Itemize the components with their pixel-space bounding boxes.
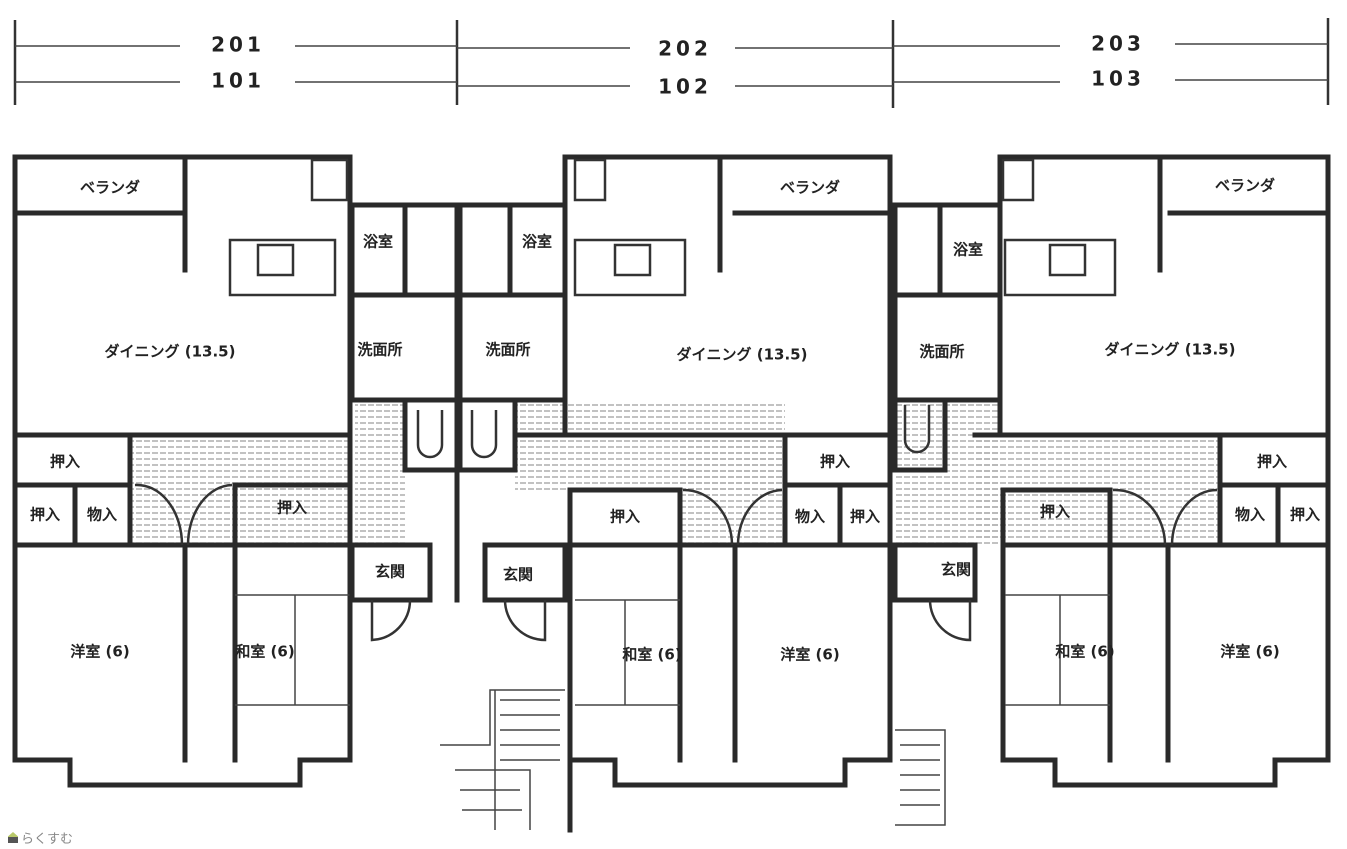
room-label-entrance: 玄関: [941, 561, 971, 579]
room-label-closet: 押入: [1257, 453, 1287, 471]
room-label-veranda: ベランダ: [80, 179, 140, 197]
room-label-western-room: 洋室 (6): [70, 643, 129, 661]
dimension-lines: [13, 18, 1330, 108]
unit-number-103: 103: [1091, 67, 1145, 91]
room-label-closet: 押入: [820, 453, 850, 471]
room-label-western-room: 洋室 (6): [780, 646, 839, 664]
room-label-japanese-room: 和室 (6): [622, 646, 681, 664]
room-label-closet: 押入: [610, 508, 640, 526]
room-label-storage: 物入: [1235, 506, 1265, 524]
unit-number-202: 202: [658, 37, 712, 61]
watermark: らくすむ: [8, 828, 73, 847]
room-label-bath: 浴室: [953, 241, 983, 259]
unit-number-102: 102: [658, 75, 712, 99]
room-label-closet: 押入: [1040, 503, 1070, 521]
room-label-closet: 押入: [850, 508, 880, 526]
room-label-bath: 浴室: [363, 233, 393, 251]
room-label-bath: 浴室: [522, 233, 552, 251]
room-label-veranda: ベランダ: [780, 179, 840, 197]
room-label-washroom: 洗面所: [919, 343, 964, 361]
unit-c-walls: [972, 154, 1331, 788]
watermark-text: らくすむ: [21, 832, 74, 847]
unit-number-203: 203: [1091, 32, 1145, 56]
room-label-washroom: 洗面所: [485, 341, 530, 359]
room-label-closet: 押入: [277, 499, 307, 517]
room-label-dining: ダイニング (13.5): [677, 346, 808, 364]
room-label-closet: 押入: [50, 453, 80, 471]
room-label-dining: ダイニング (13.5): [1105, 341, 1236, 359]
room-label-washroom: 洗面所: [357, 341, 402, 359]
room-label-storage: 物入: [795, 508, 825, 526]
room-label-entrance: 玄関: [503, 566, 533, 584]
unit-a-walls: [12, 154, 353, 788]
room-label-closet: 押入: [30, 506, 60, 524]
room-label-storage: 物入: [87, 506, 117, 524]
room-label-western-room: 洋室 (6): [1220, 643, 1279, 661]
unit-number-101: 101: [211, 69, 265, 93]
room-label-closet: 押入: [1290, 506, 1320, 524]
unit-number-201: 201: [211, 33, 265, 57]
room-label-japanese-room: 和室 (6): [1055, 643, 1114, 661]
house-logo-icon: [8, 832, 18, 843]
unit-b-walls: [512, 154, 893, 833]
room-label-japanese-room: 和室 (6): [235, 643, 294, 661]
room-label-entrance: 玄関: [375, 563, 405, 581]
room-label-veranda: ベランダ: [1215, 177, 1275, 195]
room-label-dining: ダイニング (13.5): [105, 343, 236, 361]
